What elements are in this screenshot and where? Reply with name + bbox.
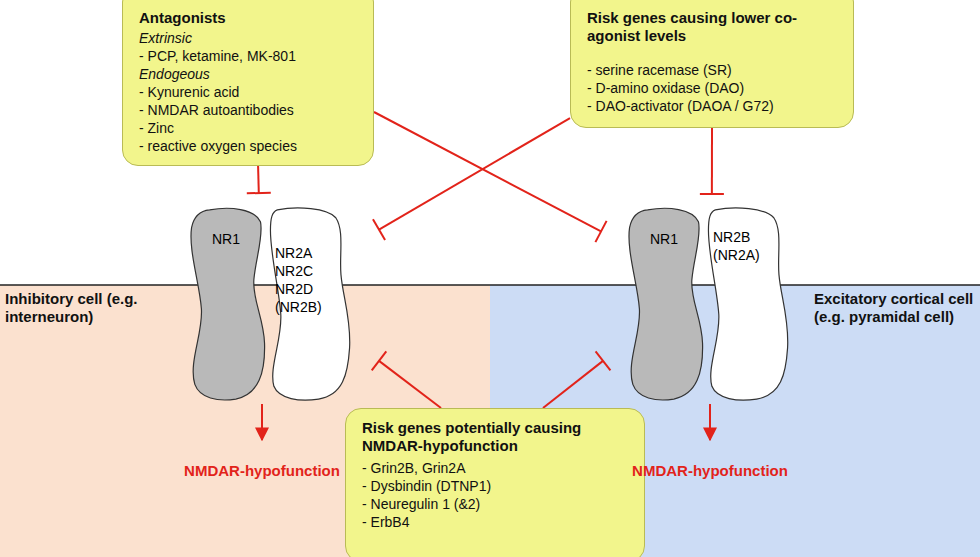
inhibition-bar [373, 219, 385, 240]
inhibition-connector [543, 351, 610, 408]
box-item: - ErbB4 [362, 513, 634, 531]
box-item: Endogeous [139, 65, 363, 83]
connector-line [374, 112, 601, 231]
box-item: - D-amino oxidase (DAO) [587, 79, 843, 97]
box-item: - Grin2B, Grin2A [362, 459, 634, 477]
down-arrow [709, 404, 711, 440]
connector-line [379, 118, 570, 229]
subunit-shape [270, 208, 349, 400]
inhibition-bar [596, 351, 611, 370]
nr2-subunit: NR2A NR2C NR2D (NR2B) [267, 206, 353, 402]
nr1-subunit: NR1 [623, 206, 705, 402]
box-item: - NMDAR autoantibodies [139, 101, 363, 119]
box-heading: Risk genes causing lower co-agonist leve… [587, 9, 843, 45]
box-heading: Antagonists [139, 9, 363, 27]
inhibition-connector [372, 351, 441, 408]
cell-type-label: Inhibitory cell (e.g. interneuron) [5, 290, 145, 326]
box-item: - PCP, ketamine, MK-801 [139, 47, 363, 65]
connector-line [379, 361, 441, 408]
subunit-shape [708, 208, 787, 400]
box-item: - Kynurenic acid [139, 83, 363, 101]
box-item: - Neuregulin 1 (&2) [362, 495, 634, 513]
cell-type-label: Excitatory cortical cell (e.g. pyramidal… [814, 290, 976, 326]
outcome-label: NMDAR-hypofunction [600, 462, 820, 480]
outcome-label: NMDAR-hypofunction [152, 462, 372, 480]
box-item: - Dysbindin (DTNP1) [362, 477, 634, 495]
inhibition-connector [374, 112, 607, 242]
nr2-subunit: NR2B (NR2A) [705, 206, 791, 402]
subunit-label: NR1 [185, 230, 267, 248]
down-arrow [261, 404, 263, 440]
connector-line [711, 128, 713, 194]
membrane-line [0, 284, 980, 286]
box-item: - reactive oxygen species [139, 137, 363, 155]
co-agonist-box: Risk genes causing lower co-agonist leve… [570, 0, 854, 128]
connector-line [543, 361, 603, 408]
box-heading: Risk genes potentially causing NMDAR-hyp… [362, 419, 634, 455]
subunit-label: NR2B (NR2A) [713, 228, 765, 264]
subunit-label: NR2A NR2C NR2D (NR2B) [275, 244, 325, 316]
connector-line [257, 166, 260, 193]
inhibition-bar [247, 192, 271, 195]
inhibition-bar [595, 221, 606, 242]
box-item: - Zinc [139, 119, 363, 137]
box-item: Extrinsic [139, 29, 363, 47]
inhibition-bar [700, 193, 724, 195]
inhibition-connector [373, 118, 570, 240]
risk-gene-box: Risk genes potentially causing NMDAR-hyp… [345, 408, 645, 557]
box-item: - serine racemase (SR) [587, 61, 843, 79]
subunit-label: NR1 [623, 230, 705, 248]
inhibition-connector [700, 128, 724, 194]
box-item: - DAO-activator (DAOA / G72) [587, 97, 843, 115]
inhibition-bar [372, 351, 387, 370]
antagonist-box: AntagonistsExtrinsic- PCP, ketamine, MK-… [122, 0, 374, 166]
inhibition-connector [247, 166, 271, 193]
nr1-subunit: NR1 [185, 206, 267, 402]
